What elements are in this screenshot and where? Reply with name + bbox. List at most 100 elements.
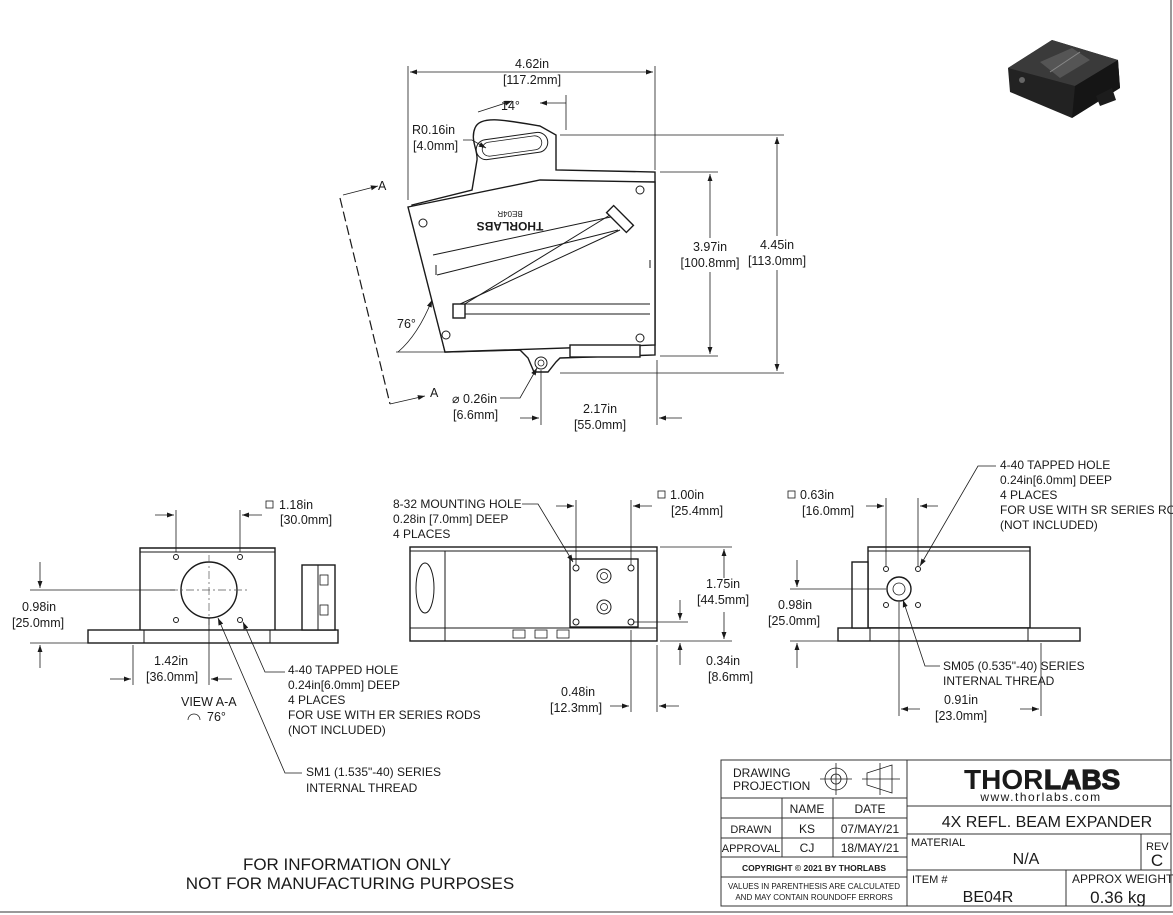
end-square-mm: [16.0mm] bbox=[802, 504, 854, 518]
dim-angle-top-value: 14° bbox=[501, 99, 520, 113]
end-tap-line4: FOR USE WITH SR SERIES RODS bbox=[1000, 503, 1173, 517]
aa-tap-line2: 0.24in[6.0mm] DEEP bbox=[288, 678, 400, 692]
end-offset-in: 0.91in bbox=[944, 693, 978, 707]
dim-radius-mm: [4.0mm] bbox=[413, 139, 458, 153]
dim-hole-offset: 2.17in [55.0mm] bbox=[520, 360, 682, 432]
aa-height-mm: [25.0mm] bbox=[12, 616, 64, 630]
side-square-in: 1.00in bbox=[670, 488, 704, 502]
end-view-body bbox=[837, 546, 1081, 642]
disclaimer-line2: NOT FOR MANUFACTURING PURPOSES bbox=[186, 874, 514, 893]
end-offset-mm: [23.0mm] bbox=[935, 709, 987, 723]
weight-value: 0.36 kg bbox=[1090, 888, 1146, 907]
dim-radius: R0.16in [4.0mm] bbox=[412, 123, 487, 153]
row-approval-name: CJ bbox=[800, 841, 815, 855]
end-view: 0.63in [16.0mm] 4-40 TAPPED HOLE 0.24in[… bbox=[768, 458, 1173, 723]
end-height-in: 0.98in bbox=[778, 598, 812, 612]
part-label-brand: THORLABS bbox=[477, 219, 544, 233]
dim-hole-dia-mm: [6.6mm] bbox=[453, 408, 498, 422]
dim-total-height: 4.45in [113.0mm] bbox=[560, 134, 806, 374]
dim-angle-side: 76° bbox=[396, 299, 445, 353]
projection-line2: PROJECTION bbox=[733, 779, 810, 793]
side-view: 8-32 MOUNTING HOLE 0.28in [7.0mm] DEEP 4… bbox=[393, 488, 753, 715]
thorlabs-logo: THOR LABS bbox=[964, 763, 1121, 795]
end-thread-line2: INTERNAL THREAD bbox=[943, 674, 1055, 688]
dim-height-mm: [100.8mm] bbox=[680, 256, 739, 270]
aa-square-in: 1.18in bbox=[279, 498, 313, 512]
end-tap-line3: 4 PLACES bbox=[1000, 488, 1057, 502]
title-block: DRAWING PROJECTION NAME DATE DRAWN KS 07… bbox=[720, 759, 1173, 907]
end-tap-line5: (NOT INCLUDED) bbox=[1000, 518, 1098, 532]
dim-total-height-mm: [113.0mm] bbox=[748, 254, 806, 268]
row-drawn-date: 07/MAY/21 bbox=[841, 822, 900, 836]
section-label-bottom: A bbox=[430, 386, 439, 400]
aa-tap-line3: 4 PLACES bbox=[288, 693, 345, 707]
aa-height-in: 0.98in bbox=[22, 600, 56, 614]
row-approval-date: 18/MAY/21 bbox=[841, 841, 900, 855]
view-aa-angle: 76° bbox=[207, 710, 226, 724]
row-drawn-name: KS bbox=[799, 822, 815, 836]
side-view-body bbox=[409, 546, 658, 642]
projection-symbol bbox=[820, 763, 900, 795]
view-aa: 1.18in [30.0mm] 0.98in [25.0mm] 1.42in [… bbox=[12, 498, 481, 795]
logo-labs: LABS bbox=[1044, 764, 1120, 795]
dim-hole-dia-in: 0.26in bbox=[463, 392, 497, 406]
side-mount-line1: 8-32 MOUNTING HOLE bbox=[393, 497, 522, 511]
view-aa-body bbox=[87, 547, 339, 644]
end-tap-line1: 4-40 TAPPED HOLE bbox=[1000, 458, 1110, 472]
side-height-mm: [44.5mm] bbox=[697, 593, 749, 607]
end-thread-line1: SM05 (0.535"-40) SERIES bbox=[943, 659, 1085, 673]
disclaimer-line1: FOR INFORMATION ONLY bbox=[243, 855, 451, 874]
side-square-mm: [25.4mm] bbox=[671, 504, 723, 518]
dim-width-in: 4.62in bbox=[515, 57, 549, 71]
values-note-line2: AND MAY CONTAIN ROUNDOFF ERRORS bbox=[735, 893, 892, 902]
top-view: THORLABS BE04R 4.62in [117.2mm] 14° R0.1… bbox=[339, 57, 806, 432]
side-depth-mm: [8.6mm] bbox=[708, 670, 753, 684]
dim-height-in: 3.97in bbox=[693, 240, 727, 254]
weight-label: APPROX WEIGHT bbox=[1072, 872, 1173, 886]
dim-hole-offset-in: 2.17in bbox=[583, 402, 617, 416]
dim-angle-side-value: 76° bbox=[397, 317, 416, 331]
end-height-mm: [25.0mm] bbox=[768, 614, 820, 628]
aa-tap-line5: (NOT INCLUDED) bbox=[288, 723, 386, 737]
dim-width: 4.62in [117.2mm] bbox=[407, 57, 656, 200]
dim-angle-top: 14° bbox=[477, 95, 567, 130]
row-approval-label: APPROVAL bbox=[722, 843, 781, 855]
website: www.thorlabs.com bbox=[979, 790, 1101, 804]
end-tap-line2: 0.24in[6.0mm] DEEP bbox=[1000, 473, 1112, 487]
disclaimer: FOR INFORMATION ONLY NOT FOR MANUFACTURI… bbox=[186, 855, 514, 893]
logo-thor: THOR bbox=[964, 764, 1043, 795]
side-mount-line2: 0.28in [7.0mm] DEEP bbox=[393, 512, 508, 526]
side-offset-in: 0.48in bbox=[561, 685, 595, 699]
diameter-symbol: ⌀ bbox=[452, 392, 460, 406]
side-depth-in: 0.34in bbox=[706, 654, 740, 668]
item-label: ITEM # bbox=[912, 874, 948, 886]
aa-offset-in: 1.42in bbox=[154, 654, 188, 668]
part-description: 4X REFL. BEAM EXPANDER bbox=[942, 814, 1152, 831]
aa-thread-line2: INTERNAL THREAD bbox=[306, 781, 418, 795]
dim-width-mm: [117.2mm] bbox=[503, 73, 561, 87]
dim-hole-diameter: ⌀ 0.26in [6.6mm] bbox=[452, 367, 538, 422]
section-cut-line: A A bbox=[339, 179, 439, 405]
material-value: N/A bbox=[1013, 851, 1040, 868]
view-aa-label: VIEW A-A bbox=[181, 695, 237, 709]
side-offset-mm: [12.3mm] bbox=[550, 701, 602, 715]
dim-hole-offset-mm: [55.0mm] bbox=[574, 418, 626, 432]
aa-thread-line1: SM1 (1.535"-40) SERIES bbox=[306, 765, 441, 779]
aa-tap-line4: FOR USE WITH ER SERIES RODS bbox=[288, 708, 481, 722]
dim-total-height-in: 4.45in bbox=[760, 238, 794, 252]
item-value: BE04R bbox=[963, 889, 1014, 906]
side-mount-line3: 4 PLACES bbox=[393, 527, 450, 541]
part-label-model: BE04R bbox=[497, 209, 523, 218]
aa-square-mm: [30.0mm] bbox=[280, 513, 332, 527]
copyright: COPYRIGHT © 2021 BY THORLABS bbox=[742, 863, 886, 873]
dim-radius-in: R0.16in bbox=[412, 123, 455, 137]
projection-line1: DRAWING bbox=[733, 766, 791, 780]
side-height-in: 1.75in bbox=[706, 577, 740, 591]
col-name: NAME bbox=[790, 802, 825, 816]
rev-label: REV bbox=[1146, 841, 1169, 853]
dim-height: 3.97in [100.8mm] bbox=[660, 171, 740, 357]
row-drawn-label: DRAWN bbox=[730, 824, 771, 836]
top-view-body: THORLABS BE04R bbox=[407, 119, 656, 373]
col-date: DATE bbox=[854, 802, 885, 816]
